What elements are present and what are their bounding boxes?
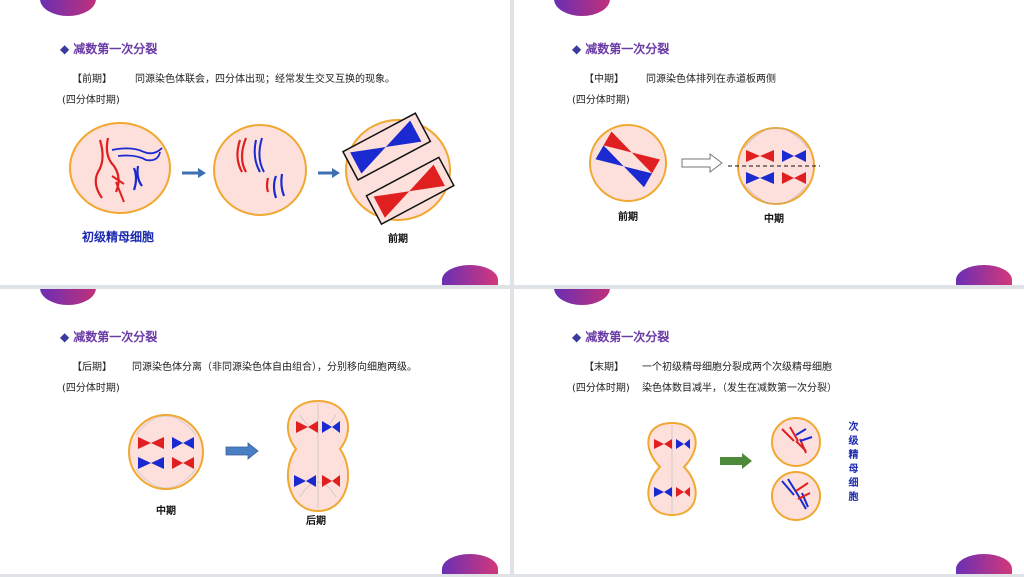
slide-title: ◆减数第一次分裂 [572, 40, 669, 57]
label-primary-spermatocyte: 初级精母细胞 [82, 230, 155, 244]
stage-label: 【后期】 [72, 362, 112, 373]
label-anaphase: 后期 [306, 516, 326, 527]
decor-top-shape [554, 0, 610, 16]
slide-telophase[interactable]: ◆减数第一次分裂 【末期】 一个初级精母细胞分裂成两个次级精母细胞 (四分体时期… [514, 289, 1024, 574]
slide-prophase[interactable]: ◆减数第一次分裂 【前期】 同源染色体联会，四分体出现；经常发生交叉互换的现象。… [0, 0, 510, 285]
diamond-bullet-icon: ◆ [572, 42, 582, 56]
slide-title: ◆减数第一次分裂 [60, 328, 157, 345]
slide-title: ◆减数第一次分裂 [60, 40, 157, 57]
stage-description-2: 染色体数目减半，（发生在减数第一次分裂） [642, 383, 837, 394]
hollow-arrow-right-icon [681, 153, 723, 173]
telophase-diagram [647, 417, 821, 521]
stage-description: 一个初级精母细胞分裂成两个次级精母细胞 [642, 362, 832, 373]
slide-title-text: 减数第一次分裂 [73, 42, 158, 56]
slide-title-text: 减数第一次分裂 [585, 42, 670, 56]
cell-secondary-bottom [771, 471, 821, 521]
label-metaphase: 中期 [156, 506, 176, 517]
cell-early [69, 122, 171, 214]
cell-metaphase [128, 414, 204, 490]
arrow-right-icon [720, 453, 752, 469]
decor-bottom-shape [442, 554, 498, 574]
label-metaphase: 中期 [764, 214, 784, 225]
stage-description: 同源染色体联会，四分体出现；经常发生交叉互换的现象。 [135, 74, 395, 85]
metaphase-diagram [589, 124, 820, 205]
decor-top-shape [554, 289, 610, 305]
decor-bottom-shape [442, 265, 498, 285]
arrow-right-icon [332, 168, 340, 178]
anaphase-diagram [128, 399, 349, 513]
period-note: (四分体时期) [62, 383, 120, 394]
prophase-diagram [69, 112, 455, 226]
slide-title-text: 减数第一次分裂 [73, 330, 158, 344]
decor-bottom-shape [956, 265, 1012, 285]
stage-label: 【中期】 [584, 74, 624, 85]
slide-anaphase[interactable]: ◆减数第一次分裂 【后期】 同源染色体分离（非同源染色体自由组合），分别移向细胞… [0, 289, 510, 574]
arrow-right-icon [198, 168, 206, 178]
stage-label: 【末期】 [584, 362, 624, 373]
stage-description: 同源染色体排列在赤道板两侧 [646, 74, 776, 85]
diamond-bullet-icon: ◆ [60, 42, 70, 56]
decor-top-shape [40, 0, 96, 16]
period-note: (四分体时期) [62, 95, 120, 106]
period-note: (四分体时期) [572, 95, 630, 106]
label-prophase: 前期 [388, 234, 408, 245]
slide-metaphase[interactable]: ◆减数第一次分裂 【中期】 同源染色体排列在赤道板两侧 (四分体时期) 前期 中… [514, 0, 1024, 285]
period-note: (四分体时期) [572, 383, 630, 394]
diamond-bullet-icon: ◆ [572, 330, 582, 344]
label-prophase: 前期 [618, 212, 638, 223]
diamond-bullet-icon: ◆ [60, 330, 70, 344]
stage-label: 【前期】 [72, 74, 112, 85]
arrow-right-icon [225, 442, 259, 460]
stage-description: 同源染色体分离（非同源染色体自由组合），分别移向细胞两级。 [132, 362, 417, 373]
slide-title: ◆减数第一次分裂 [572, 328, 669, 345]
decor-bottom-shape [956, 554, 1012, 574]
slide-title-text: 减数第一次分裂 [585, 330, 670, 344]
label-secondary-spermatocyte: 次级精母细胞 [846, 421, 857, 505]
decor-top-shape [40, 289, 96, 305]
